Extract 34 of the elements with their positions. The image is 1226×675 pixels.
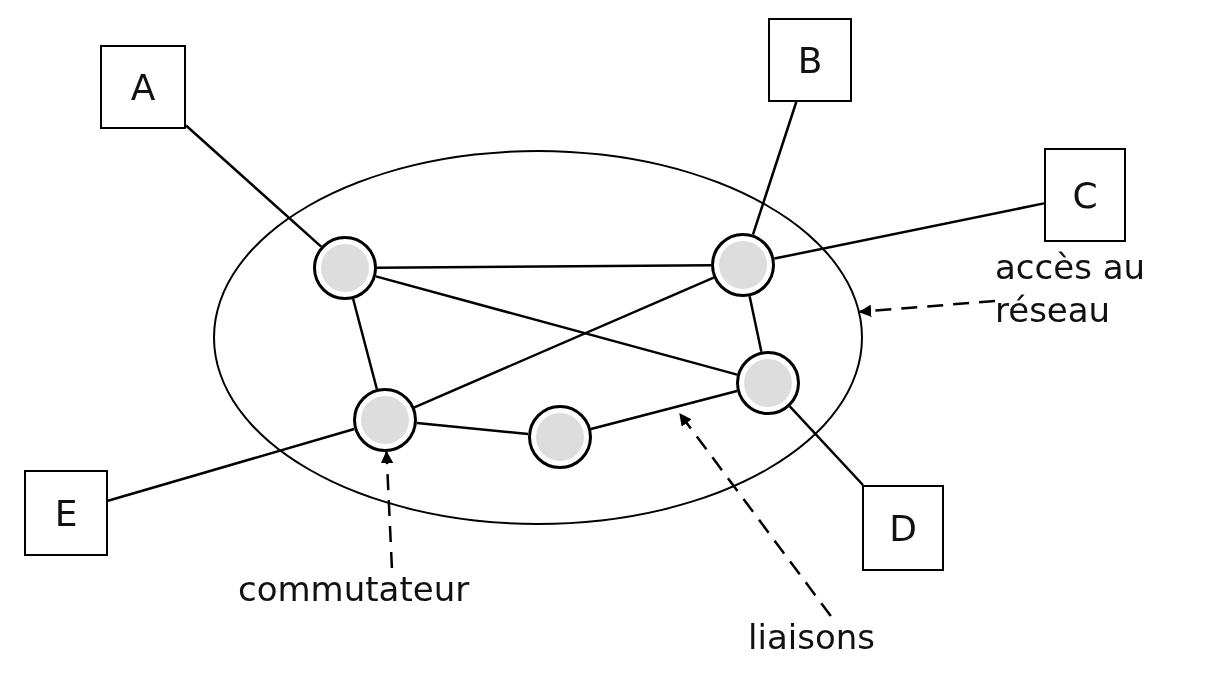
- link-line: [748, 296, 763, 352]
- terminal-label: E: [54, 492, 78, 534]
- terminal-label: B: [797, 39, 823, 81]
- switch-node: [353, 388, 417, 452]
- link-line: [590, 389, 738, 431]
- terminal-box: [24, 470, 108, 556]
- terminal-label: C: [1072, 174, 1098, 216]
- leader-arrow: [380, 450, 394, 569]
- switch-node: [711, 233, 775, 297]
- leader-arrow: [679, 413, 832, 617]
- callout-label: accès au réseau: [995, 246, 1220, 338]
- callout-label: commutateur: [238, 568, 548, 614]
- terminal-box: [100, 45, 186, 129]
- link-line: [185, 124, 322, 248]
- terminal-label: A: [130, 66, 156, 108]
- link-line: [751, 101, 798, 235]
- link-line: [774, 202, 1045, 260]
- link-line: [377, 264, 711, 269]
- network-ellipse: [213, 150, 863, 525]
- callout-label: liaisons: [748, 616, 948, 662]
- link-line: [375, 275, 738, 376]
- link-line: [788, 405, 864, 486]
- link-line: [107, 427, 355, 502]
- link-line: [351, 298, 379, 390]
- switch-node: [313, 236, 377, 300]
- terminal-box: [862, 485, 944, 571]
- switch-node: [528, 405, 592, 469]
- leader-arrow: [858, 299, 996, 318]
- terminal-label: D: [889, 507, 917, 549]
- switch-node: [736, 351, 800, 415]
- terminal-box: [768, 18, 852, 102]
- link-line: [413, 276, 715, 409]
- terminal-box: [1044, 148, 1126, 242]
- link-line: [416, 421, 529, 436]
